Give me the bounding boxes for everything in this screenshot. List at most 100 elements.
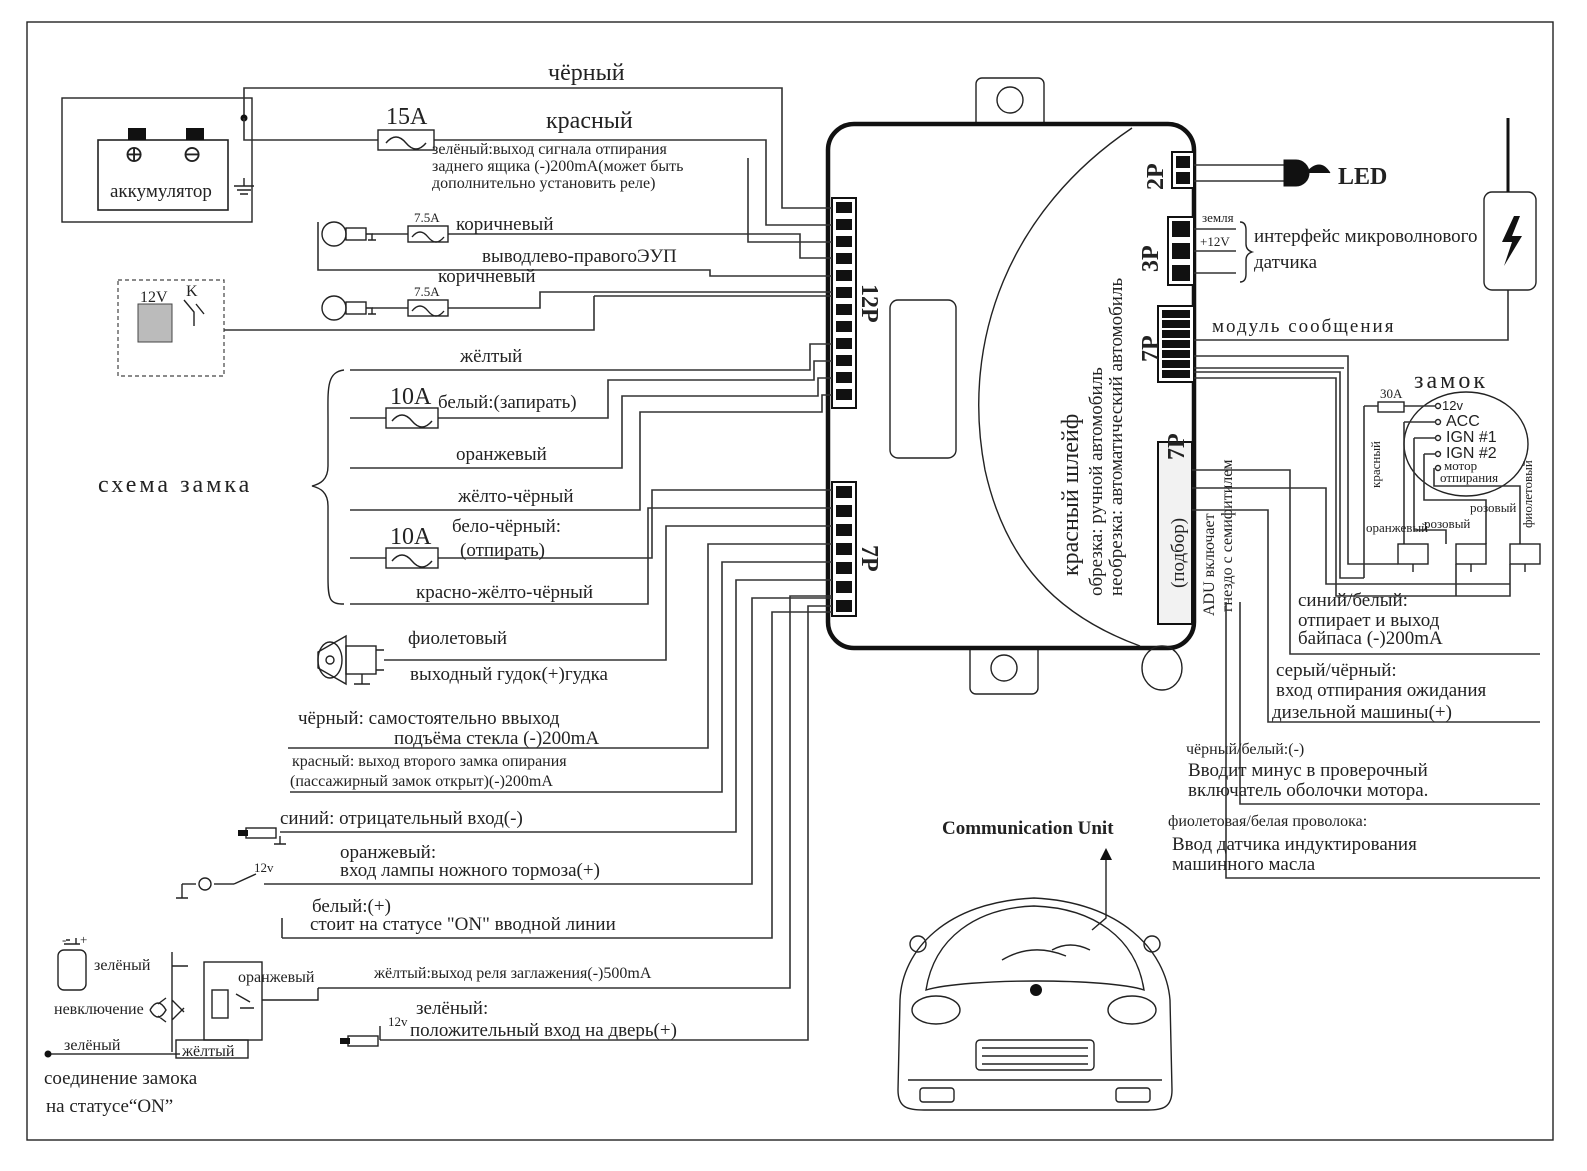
ground-icon — [234, 178, 254, 195]
label-orange-brake-1: оранжевый: — [340, 842, 436, 863]
fuse-15a-icon — [377, 129, 435, 151]
bottom-mount-hole — [990, 654, 1018, 682]
nocut-auto-note: необрезка: автоматический автомобиль — [1106, 278, 1127, 596]
lock-scheme-brace — [311, 369, 345, 605]
label-microwave-1: интерфейс микроволнового — [1254, 226, 1478, 247]
label-yellow-black: жёлто-чёрный — [457, 486, 574, 507]
wire-ign — [1363, 405, 1521, 578]
label-diesel-2: вход отпирания ожидания — [1276, 680, 1487, 701]
label-msg-module: модуль сообщения — [1212, 316, 1395, 337]
label-select: (подбор) — [1168, 518, 1189, 588]
top-mount-tab — [975, 77, 1045, 129]
label-hood-3: включатель оболочки мотора. — [1188, 780, 1428, 801]
label-fuse-30a: 30A — [1380, 386, 1403, 401]
label-hood-1: чёрный/белый:(-) — [1186, 741, 1304, 758]
label-relay-k: K — [186, 283, 198, 300]
fan-icon — [149, 997, 167, 1023]
lock-scheme-title: схема замка — [98, 472, 252, 498]
label-black-window-1: чёрный: самостоятельно ввыход — [298, 708, 560, 729]
wire-red-yellow-black — [350, 507, 832, 605]
label-orange-small: оранжевый — [1366, 520, 1428, 535]
label-adu: ADU включает — [1201, 513, 1218, 616]
red-harness-title: красный шлейф — [1058, 414, 1084, 576]
label-blue-neg: синий: отрицательный вход(-) — [280, 808, 523, 829]
label-ign-1: IGN #1 — [1446, 429, 1497, 446]
lock-plug-2 — [1455, 543, 1487, 565]
brake-lamp-icon — [198, 877, 212, 891]
led-icon — [1283, 159, 1310, 187]
label-white-on-1: белый:(+) — [312, 896, 391, 917]
label-oil-3: машинного масла — [1172, 854, 1316, 875]
label-12p: 12P — [856, 284, 882, 323]
unit-body — [825, 121, 1197, 651]
fuse-30a-icon — [1377, 401, 1405, 413]
label-black-window-2: подъёма стекла (-)200mA — [394, 728, 599, 749]
svg-text:-: - — [62, 932, 66, 947]
car-mirror-right — [1143, 935, 1161, 953]
car-body — [897, 897, 1173, 1111]
wire-violet — [384, 525, 832, 661]
wire-orange-brake — [182, 597, 832, 885]
label-ign-2: IGN #2 — [1446, 445, 1497, 462]
fuse-10a-1-icon — [385, 407, 439, 429]
label-ign-acc: ACC — [1446, 413, 1480, 430]
lamp-2-icon — [321, 295, 347, 321]
label-red-top: красный — [546, 108, 633, 134]
coil-battery-icon — [57, 949, 87, 991]
label-violet-small: фиолетовый — [1520, 460, 1535, 528]
label-brown-2: коричневый — [438, 266, 536, 287]
label-led: LED — [1338, 164, 1387, 190]
label-bypass-2: отпирает и выход — [1298, 610, 1440, 631]
wire-white-black — [350, 489, 832, 559]
label-green-b: зелёный — [64, 1037, 121, 1054]
trunk-note-3: дополнительно установить реле) — [432, 175, 655, 192]
label-bypass-1: синий/белый: — [1298, 590, 1408, 611]
label-7p-select: 7P — [1164, 433, 1190, 460]
wire-msg-module — [1194, 290, 1509, 341]
lightning-icon — [1502, 216, 1522, 266]
car-grille — [975, 1039, 1095, 1071]
car-windshield — [925, 905, 1145, 992]
wire-blue-neg — [280, 579, 832, 833]
connector-3p-pins — [1167, 216, 1195, 286]
label-hood-2: Вводит минус в проверочный — [1188, 760, 1428, 781]
diagram-frame — [26, 21, 1554, 1141]
label-ground: земля — [1202, 210, 1234, 225]
wire-red-top — [243, 118, 832, 226]
battery-minus-icon: ⊖ — [182, 142, 202, 168]
label-yellow-b: жёлтый — [181, 1043, 235, 1060]
label-lock-on-1: соединение замока — [44, 1068, 198, 1089]
label-red-small: красный — [1368, 441, 1383, 488]
cut-manual-note: обрезка: ручной автомобиль — [1086, 367, 1107, 596]
wire-yellow-black — [350, 394, 832, 511]
brake-switch-icon — [233, 873, 257, 885]
label-comm-unit: Communication Unit — [942, 818, 1114, 839]
unit-face-curve — [978, 127, 1141, 647]
label-oil-1: фиолетовая/белая проволока: — [1168, 813, 1367, 830]
label-diesel-1: серый/чёрный: — [1276, 660, 1397, 681]
fuse-7a5-1-icon — [407, 225, 449, 243]
trunk-note-1: зелёный:выход сигнала отпирания — [432, 141, 667, 158]
connector-7p-right-pins — [1157, 305, 1195, 383]
label-white-black-1: бело-чёрный: — [452, 516, 561, 537]
label-brake-12v: 12v — [254, 860, 274, 875]
label-fuse-10a-1: 10A — [390, 384, 432, 410]
label-white-on-2: стоит на статусе "ON" вводной линии — [310, 914, 616, 935]
label-bypass-3: байпаса (-)200mA — [1298, 628, 1443, 649]
label-fuse-7a5-1: 7.5A — [414, 210, 440, 225]
fuse-7a5-2-icon — [407, 299, 449, 317]
wire-orange — [350, 377, 832, 469]
wire-3p — [1194, 228, 1236, 274]
label-white-black-2: (отпирать) — [460, 540, 545, 561]
battery-section: ⊕ ⊖ аккумулятор — [61, 97, 254, 223]
wire-red-second — [290, 561, 832, 793]
wire-oil — [1225, 602, 1540, 879]
msg-module-box — [1483, 191, 1537, 291]
wire-trunk — [747, 158, 832, 243]
wire-7p-right-to-lock — [1194, 355, 1398, 579]
connector-7p-select — [1157, 441, 1193, 625]
horn-icon — [317, 634, 384, 686]
trunk-note-2: заднего ящика (-)200mA(может быть — [432, 158, 683, 175]
label-motor-2: отпирания — [1440, 470, 1498, 485]
label-motor-1: мотор — [1444, 458, 1477, 473]
